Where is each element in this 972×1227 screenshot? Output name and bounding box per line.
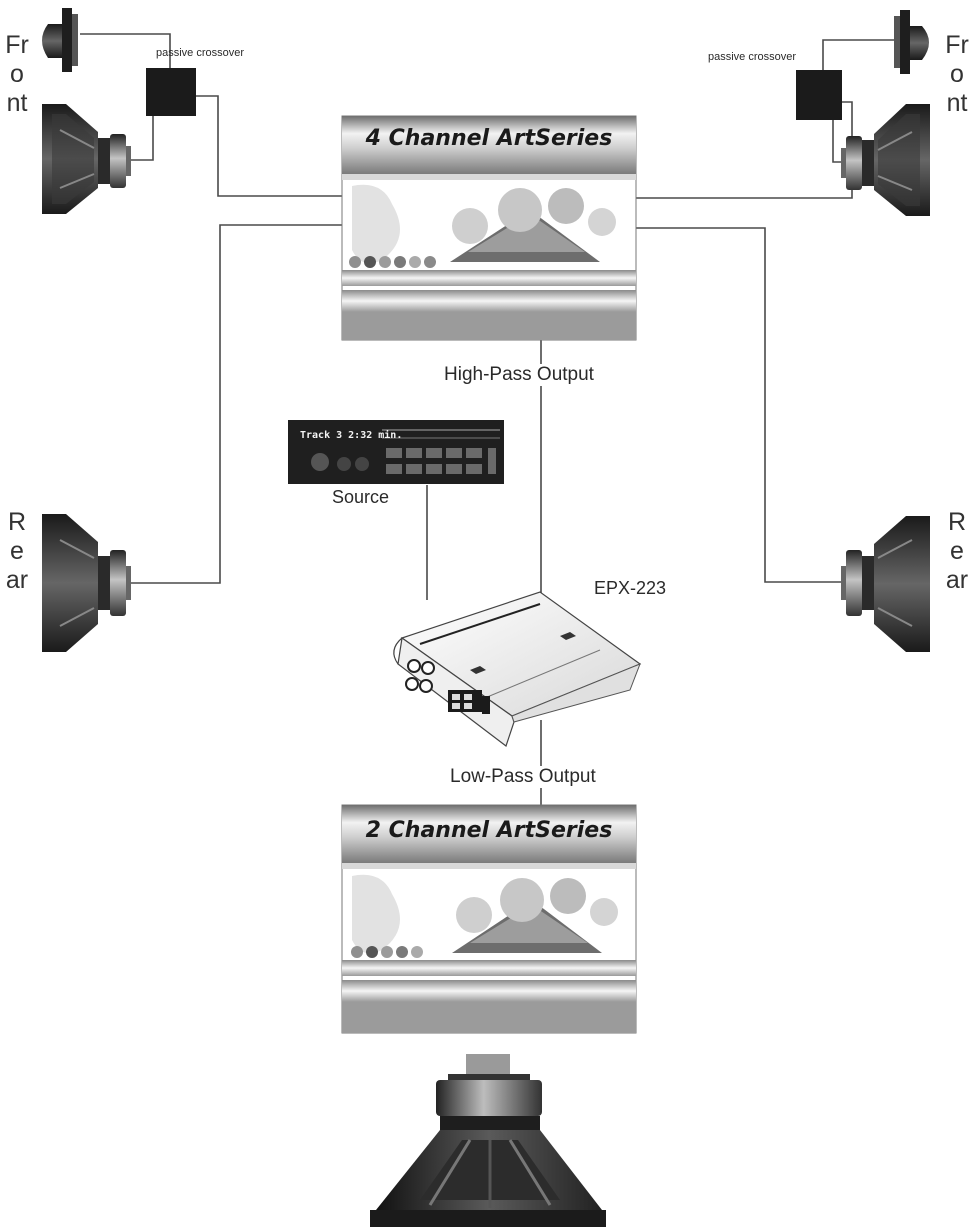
wire-rear-left-amp [128,224,342,584]
amp-4-channel [341,115,637,341]
label-passive-crossover-left: passive crossover [156,47,245,59]
front-right-woofer-icon [841,104,930,216]
rear-left-woofer-icon [42,514,131,652]
label-epx-223: EPX-223 [594,578,667,598]
front-right-tweeter-icon [894,10,929,74]
amp-4-art-panel [349,184,616,268]
wire-front-left-tweeter [80,33,171,68]
amp-2-title: 2 Channel ArtSeries [365,818,613,843]
label-low-pass-output: Low-Pass Output [448,766,598,788]
front-left-tweeter-icon [42,8,78,72]
front-left-woofer-icon [42,104,131,214]
wire-rear-right-amp [636,227,858,583]
subwoofer-icon [370,1054,606,1227]
amp-2-art-panel [351,874,618,958]
label-passive-crossover-right: passive crossover [708,51,797,63]
label-rear-right: Rear [945,508,969,594]
label-front-right: Front [945,31,969,117]
wire-crossover-left-amp [196,95,342,197]
label-high-pass-output: High-Pass Output [442,364,596,386]
label-rear-left: Rear [5,508,29,594]
label-source: Source [332,487,390,507]
crossover-left-box [146,68,196,116]
epx-223-device [393,591,642,747]
rear-right-woofer-icon [841,516,930,652]
wire-front-right-tweeter [822,39,900,70]
wire-front-left-woofer [128,115,154,161]
amp-2-channel [341,804,637,1034]
label-front-left: Front [5,31,29,117]
source-head-unit [288,420,504,484]
amp-4-title: 4 Channel ArtSeries [365,126,613,151]
source-display: Track 3 2:32 min. [300,430,403,441]
crossover-right-box [796,70,842,120]
